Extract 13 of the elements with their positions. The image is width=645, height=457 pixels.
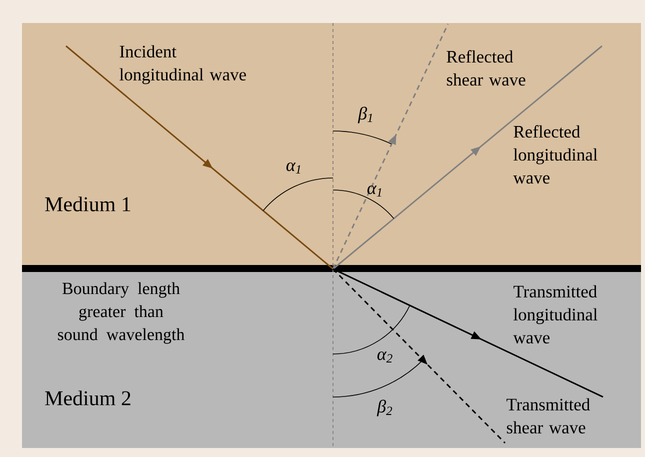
wave-label: Reflected shear wave <box>446 50 526 86</box>
wave-label: Transmitted shear wave <box>506 398 590 434</box>
wave-label: Reflected longitudinal wave <box>513 125 598 184</box>
medium-label: Medium 1 <box>45 196 130 212</box>
angle-label: β$_{2}$ <box>376 400 392 416</box>
medium-label: Medium 2 <box>45 390 130 406</box>
angle-label: α$_{2}$ <box>377 351 392 363</box>
wave-label: Incident longitudinal wave <box>120 45 246 84</box>
angle-label: α$_{1}$ <box>367 185 382 197</box>
angle-label: β$_{1}$ <box>358 106 372 124</box>
wave-label: Transmitted longitudinal wave <box>513 285 598 344</box>
boundary-note: Boundary length greater than sound wavelength <box>58 282 185 344</box>
angle-label: α$_{1}$ <box>286 162 300 174</box>
